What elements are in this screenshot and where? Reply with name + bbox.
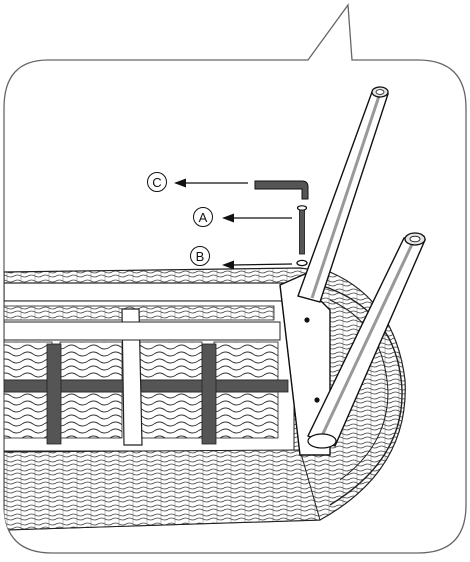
bolt (296, 205, 308, 255)
wicker-bench (4, 267, 406, 531)
callout-c-label: C (152, 175, 161, 190)
callout-c: C (147, 172, 248, 192)
front-leg (307, 232, 427, 449)
callout-a-label: A (199, 210, 208, 225)
callout-a: A (193, 207, 292, 227)
allen-key (254, 180, 309, 200)
washer (296, 259, 308, 267)
rear-leg (297, 86, 389, 303)
callout-b: B (190, 246, 293, 270)
callout-b-label: B (196, 249, 205, 264)
